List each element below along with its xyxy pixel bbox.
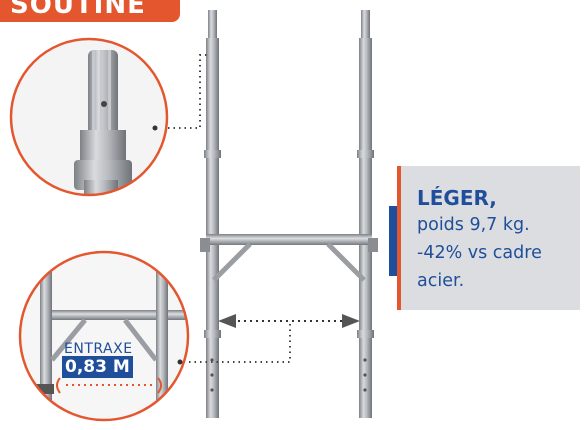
info-box-blue-marker [389, 206, 397, 276]
frame-left-upright [204, 10, 221, 418]
frame-right-upright [357, 10, 374, 418]
info-box: LÉGER, poids 9,7 kg. -42% vs cadre acier… [389, 166, 580, 310]
title-banner: SOUTINE [0, 0, 180, 22]
zoom-detail-top [9, 37, 169, 197]
info-title: LÉGER, [417, 186, 497, 210]
frame-crossbar [200, 234, 378, 282]
info-box-accent-bar [397, 166, 401, 310]
info-line-weight: poids 9,7 kg. [417, 215, 530, 235]
entraxe-label: ENTRAXE [64, 341, 133, 357]
banner-title: SOUTINE [10, 0, 146, 20]
entraxe-dimension-arrow [218, 314, 360, 328]
info-line-comparison: -42% vs cadre [417, 243, 542, 263]
info-line-material: acier. [417, 271, 465, 291]
entraxe-value: 0,83 M [62, 356, 133, 378]
zoom-detail-bottom [18, 250, 190, 422]
